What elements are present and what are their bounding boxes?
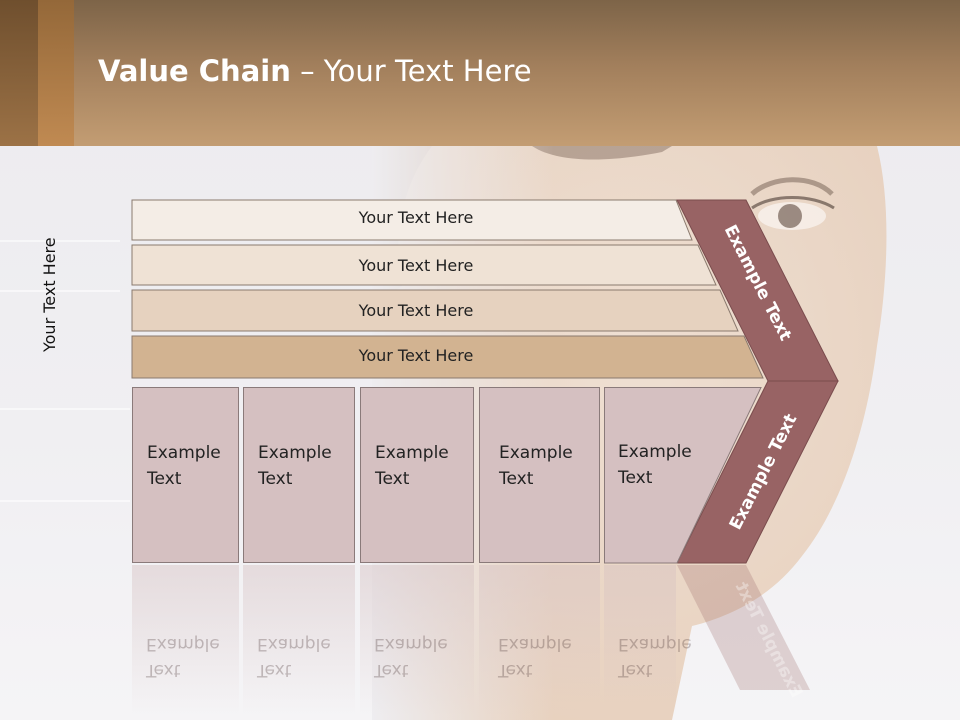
card-label-line2: Text [258, 469, 293, 489]
reflection-text: Example [498, 634, 572, 654]
reflection-text: Example [257, 634, 331, 654]
bar-label-4: Your Text Here [358, 346, 474, 365]
card-label-line1: Example [499, 443, 573, 463]
decorative-line [0, 408, 130, 410]
card-label-line1: Example [375, 443, 449, 463]
chevron-lower-arm [676, 380, 839, 564]
reflection-text: Text [146, 660, 181, 680]
header-accent-strip [38, 0, 74, 146]
bar-1 [131, 199, 693, 241]
reflection-text: Example [146, 634, 220, 654]
card-reflection: Text Example [243, 565, 355, 715]
slide-title: Value Chain – Your Text Here [98, 54, 532, 88]
reflection-text: Example [374, 634, 448, 654]
title-rest: – Your Text Here [290, 54, 532, 88]
bar-label-2: Your Text Here [358, 256, 474, 275]
bar-label-1: Your Text Here [358, 208, 474, 227]
title-bold: Value Chain [98, 54, 291, 88]
bar-2 [131, 244, 717, 286]
card-label-line2: Text [375, 469, 410, 489]
card-label-line1: Example [147, 443, 221, 463]
reflection-text: Text [374, 660, 409, 680]
header-accent-strip [0, 0, 38, 146]
bar-4 [131, 335, 764, 379]
card-label-line1: Example [618, 442, 692, 462]
card-reflection: Text Example [360, 565, 474, 715]
chevron-reflection [677, 565, 810, 690]
decorative-line [0, 290, 120, 292]
reflection-text: Text [618, 660, 653, 680]
card-reflection: Text Example [479, 565, 600, 715]
reflection-text: Example [618, 634, 692, 654]
reflection-text: Text [257, 660, 292, 680]
card-label-line2: Text [499, 469, 534, 489]
activity-card-5 [604, 387, 762, 564]
decorative-line [0, 240, 120, 242]
card-label-line2: Text [618, 468, 653, 488]
card-label-line2: Text [147, 469, 182, 489]
slide-header: Value Chain – Your Text Here [0, 0, 960, 146]
bar-3 [131, 289, 739, 332]
card-label-line1: Example [258, 443, 332, 463]
reflection-text: Text [498, 660, 533, 680]
card-reflection: Text Example [132, 565, 239, 715]
bar-label-3: Your Text Here [358, 301, 474, 320]
card-reflection: Text Example [604, 565, 692, 715]
decorative-line [0, 500, 130, 502]
